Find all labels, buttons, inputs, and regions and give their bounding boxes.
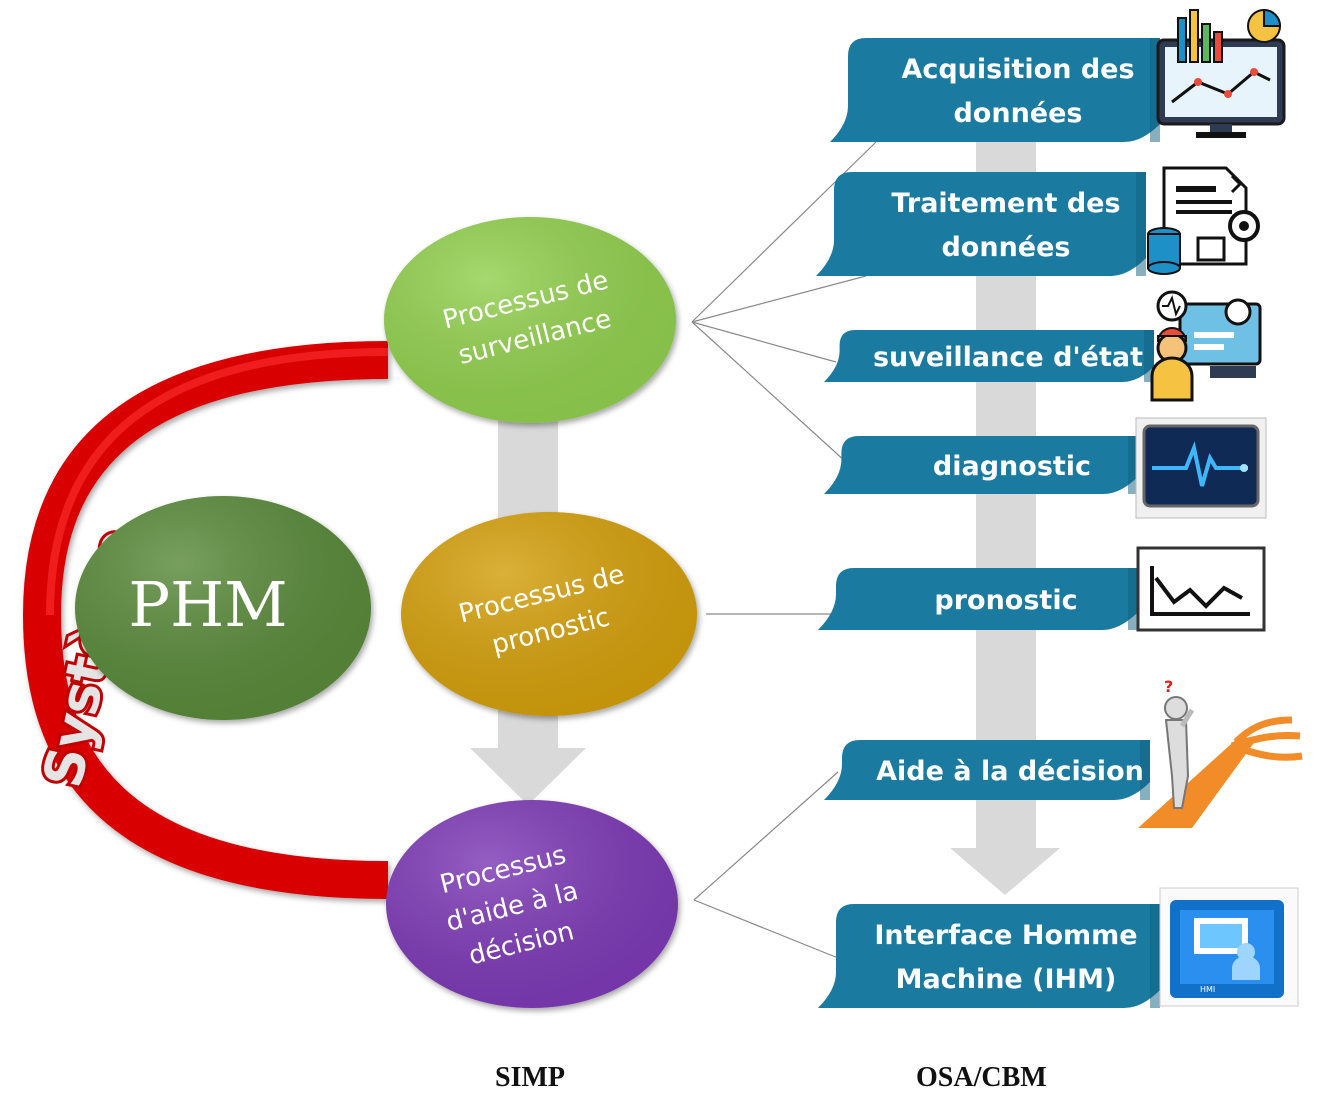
step-banner-surveillance-etat: suveillance d'état xyxy=(824,330,1154,382)
phm-label: PHM xyxy=(128,568,287,641)
document-gear-icon xyxy=(1147,166,1260,275)
step-label-diagnostic: diagnostic xyxy=(933,451,1091,482)
step-label-surveillance-etat: suveillance d'état xyxy=(873,342,1143,373)
hmi-caption: HMI xyxy=(1200,985,1215,994)
svg-text:?: ? xyxy=(1164,677,1173,696)
hmi-screen-icon: HMI xyxy=(1159,887,1299,1007)
step-banner-diagnostic: diagnostic xyxy=(824,436,1138,494)
process-ellipse-decision: Processusd'aide à ladécision xyxy=(386,800,678,1008)
process-ellipse-pronostic: Processus depronostic xyxy=(401,512,697,716)
person-crossroads-icon: ? xyxy=(1138,677,1303,828)
monitor-charts-icon xyxy=(1156,8,1286,138)
phm-ellipse: PHM xyxy=(75,496,371,720)
trend-chart-icon xyxy=(1136,546,1266,632)
operator-monitoring-icon xyxy=(1150,290,1262,402)
connector-lines xyxy=(691,141,877,959)
step-banner-pronostic: pronostic xyxy=(818,568,1138,630)
step-label-aide-decision: Aide à la décision xyxy=(876,756,1144,787)
system-arc xyxy=(22,341,389,899)
process-ellipse-surveillance: Processus desurveillance xyxy=(384,217,676,423)
footer-simp: SIMP xyxy=(495,1062,565,1093)
footer-osa-cbm: OSA/CBM xyxy=(916,1062,1047,1093)
step-banner-aide-decision: Aide à la décision xyxy=(824,740,1150,800)
heartbeat-screen-icon xyxy=(1135,417,1267,519)
step-label-pronostic: pronostic xyxy=(934,585,1077,616)
